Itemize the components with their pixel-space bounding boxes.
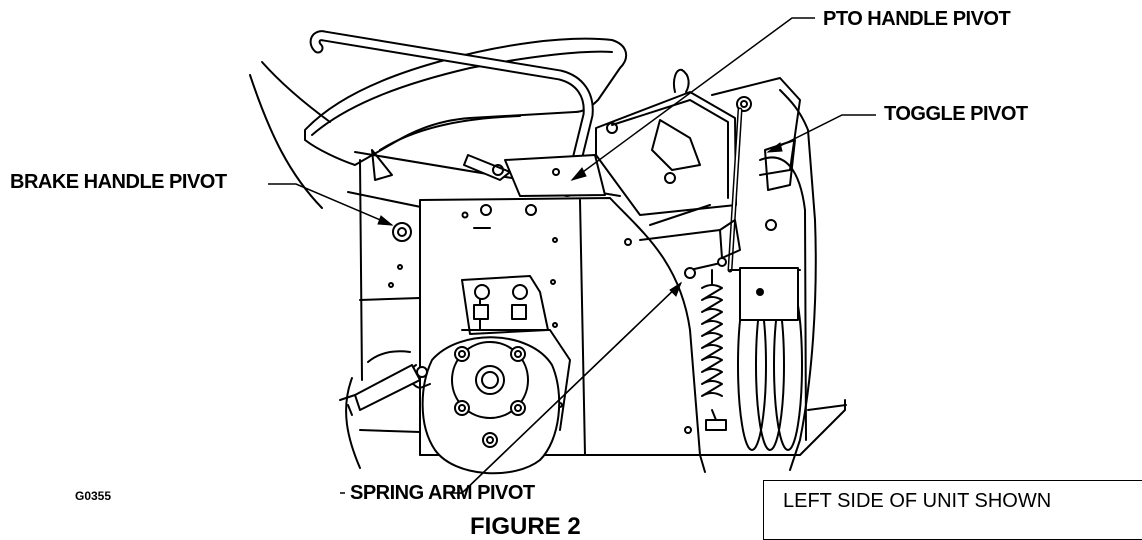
leader-lines <box>268 17 876 494</box>
pto-handle-pivot-label: PTO HANDLE PIVOT <box>823 8 1011 30</box>
upper-bracket <box>463 91 737 216</box>
toggle-pivot-label: TOGGLE PIVOT <box>884 103 1028 125</box>
leader-arrowheads <box>377 142 783 297</box>
note-text: LEFT SIDE OF UNIT SHOWN <box>783 490 1052 512</box>
mower-deck-left-side-drawing <box>249 17 876 494</box>
brake-rod <box>339 364 421 433</box>
figure-title: FIGURE 2 <box>470 513 581 540</box>
pulley-stack <box>699 89 847 473</box>
note-box: LEFT SIDE OF UNIT SHOWN <box>763 480 1142 540</box>
brake-handle-pivot-label: BRAKE HANDLE PIVOT <box>10 171 227 193</box>
spring <box>639 204 777 431</box>
hub-assembly <box>409 275 571 475</box>
toggle-link <box>672 68 801 273</box>
spring-arm-pivot-label: SPRING ARM PIVOT <box>350 482 535 504</box>
figure-id: G0355 <box>75 489 112 503</box>
